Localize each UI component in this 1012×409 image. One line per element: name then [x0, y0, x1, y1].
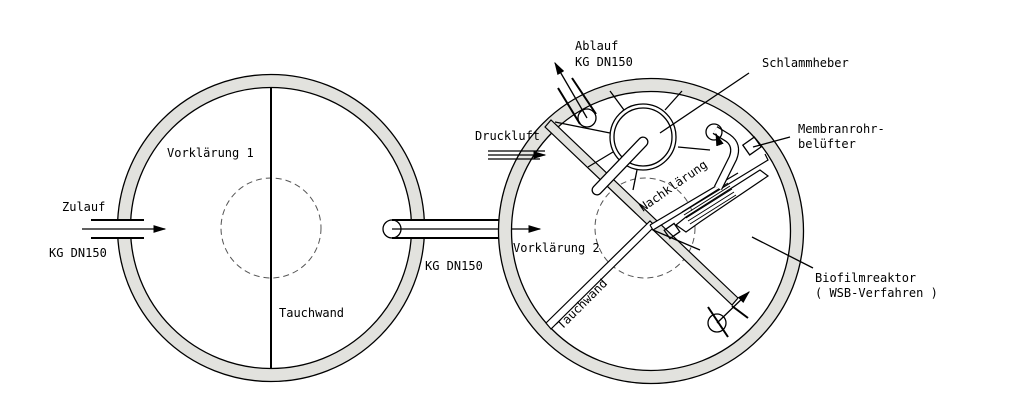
reactor-outlet-pipe: [707, 291, 750, 338]
chamber-label-1: Vorklärung 1: [167, 146, 254, 160]
aerator-label-1: Membranrohr-: [798, 122, 885, 136]
inlet-label: Zulauf: [62, 200, 105, 214]
baffle-label-2: Tauchwand: [554, 276, 610, 332]
membrane-aerator: [663, 123, 770, 240]
manhole-outline: [594, 177, 696, 279]
leader-line: [752, 136, 791, 148]
inlet-pipe: [82, 219, 167, 239]
connecting-pipe-label: KG DN150: [425, 259, 483, 273]
sludge-lift-label: Schlammheber: [762, 56, 849, 70]
air-label: Druckluft: [475, 129, 540, 143]
connecting-pipe: [382, 219, 542, 239]
outlet-pipe-label: KG DN150: [575, 55, 633, 69]
tank-1: Zulauf KG DN150 Vorklärung 1 Tauchwand: [49, 73, 426, 383]
compressed-air-pipe: [488, 150, 547, 160]
sludge-lift: [554, 90, 711, 196]
outlet-label: Ablauf: [575, 39, 618, 53]
chamber-label-2: Vorklärung 2: [513, 241, 600, 255]
leader-line: [659, 72, 750, 134]
reactor-label-2: ( WSB-Verfahren ): [815, 286, 938, 300]
leader-line: [751, 236, 814, 269]
inlet-pipe-label: KG DN150: [49, 246, 107, 260]
aerator-label-2: belüfter: [798, 137, 856, 151]
reactor-label-1: Biofilmreaktor: [815, 271, 916, 285]
secondary-clarifier-wall: [649, 153, 769, 251]
outlet-pipe: [554, 61, 597, 128]
tank-2: [488, 61, 814, 385]
baffle-label-1: Tauchwand: [279, 306, 344, 320]
